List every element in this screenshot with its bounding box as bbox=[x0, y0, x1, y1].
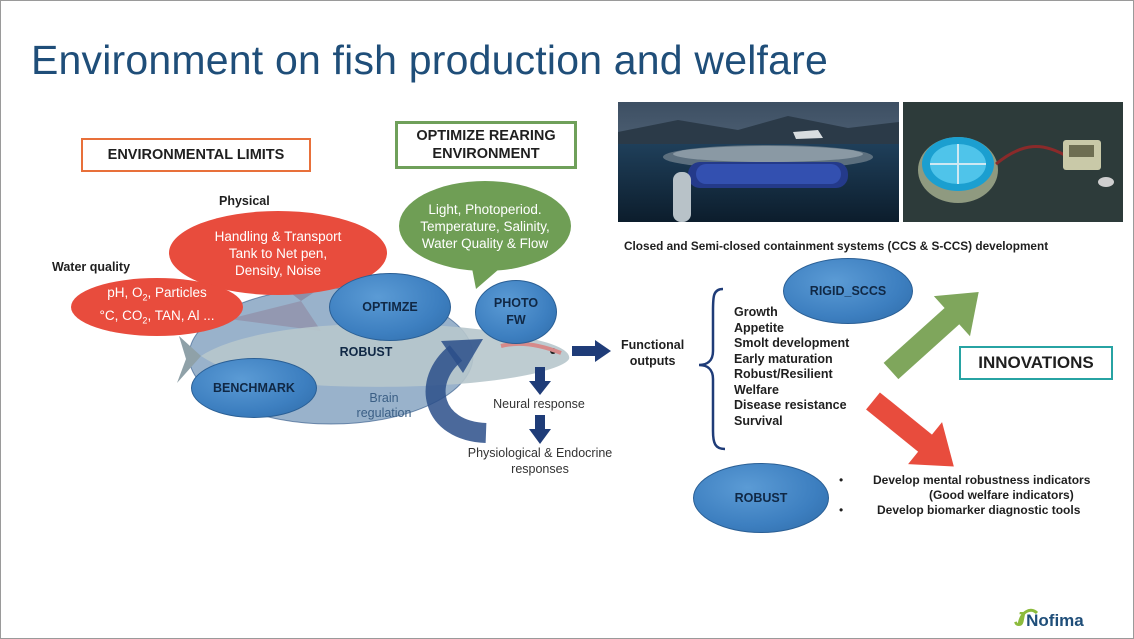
innovations-box: INNOVATIONS bbox=[959, 346, 1113, 380]
containment-photo-1 bbox=[618, 102, 899, 222]
physical-label: Physical bbox=[219, 194, 270, 208]
functional-outputs-label: Functional outputs bbox=[621, 338, 685, 368]
nofima-wordmark: Nofima bbox=[1026, 610, 1084, 630]
endocrine-response-label: Physiological & Endocrine responses bbox=[467, 446, 613, 476]
benchmark-ellipse: BENCHMARK bbox=[191, 358, 317, 418]
list-item: Welfare bbox=[734, 382, 779, 397]
water-line-1: pH, O2, Particles bbox=[107, 285, 207, 303]
functional-outputs-list: Growth Appetite Smolt development Early … bbox=[734, 305, 849, 429]
list-item: Smolt development bbox=[734, 336, 850, 350]
neural-response-label: Neural response bbox=[493, 397, 585, 411]
green-line-1: Light, Photoperiod. bbox=[428, 201, 542, 217]
physical-line-1: Handling & Transport bbox=[214, 228, 342, 244]
nofima-logo: J Nofima bbox=[1014, 609, 1084, 632]
bullet-item: •Develop mental robustness indicators bbox=[839, 473, 1091, 487]
optimze-ellipse: OPTIMZE bbox=[329, 273, 451, 341]
optimize-rearing-box: OPTIMIZE REARING ENVIRONMENT bbox=[395, 121, 577, 169]
environmental-limits-box: ENVIRONMENTAL LIMITS bbox=[81, 138, 311, 172]
physical-line-3: Density, Noise bbox=[234, 262, 321, 278]
list-item: Survival bbox=[734, 413, 783, 428]
water-line-2: °C, CO2, TAN, Al ... bbox=[99, 308, 215, 326]
fw-label: FW bbox=[506, 313, 526, 327]
green-line-2: Temperature, Salinity, bbox=[420, 218, 550, 234]
list-item: Early maturation bbox=[734, 351, 833, 366]
photo-fw-ellipse: PHOTO FW bbox=[475, 280, 557, 344]
robust-center-label: ROBUST bbox=[339, 345, 393, 359]
rearing-factors-bubble: Light, Photoperiod. Temperature, Salinit… bbox=[399, 181, 571, 271]
rigid-sccs-ellipse: RIGID_SCCS bbox=[783, 258, 913, 324]
bullet-item: •Develop biomarker diagnostic tools bbox=[839, 503, 1081, 517]
list-item: Growth bbox=[734, 305, 778, 319]
containment-photo-2 bbox=[903, 102, 1123, 222]
innovation-bullets: •Develop mental robustness indicators (G… bbox=[839, 473, 1090, 518]
water-quality-bubble: pH, O2, Particles °C, CO2, TAN, Al ... bbox=[71, 278, 243, 336]
containment-caption: Closed and Semi-closed containment syste… bbox=[624, 239, 1049, 253]
list-item: Disease resistance bbox=[734, 398, 847, 412]
photo-label: PHOTO bbox=[493, 296, 539, 310]
water-quality-label: Water quality bbox=[52, 260, 131, 274]
bullet-item-continued: (Good welfare indicators) bbox=[929, 488, 1074, 502]
list-item: Appetite bbox=[734, 320, 784, 335]
nofima-mark-icon: J bbox=[1014, 609, 1026, 631]
robust-ellipse: ROBUST bbox=[693, 463, 829, 533]
list-item: Robust/Resilient bbox=[734, 367, 833, 381]
brain-regulation-label: Brain regulation bbox=[356, 391, 412, 420]
green-line-3: Water Quality & Flow bbox=[421, 235, 549, 251]
slide-title: Environment on fish production and welfa… bbox=[31, 37, 828, 83]
physical-line-2: Tank to Net pen, bbox=[228, 245, 328, 261]
